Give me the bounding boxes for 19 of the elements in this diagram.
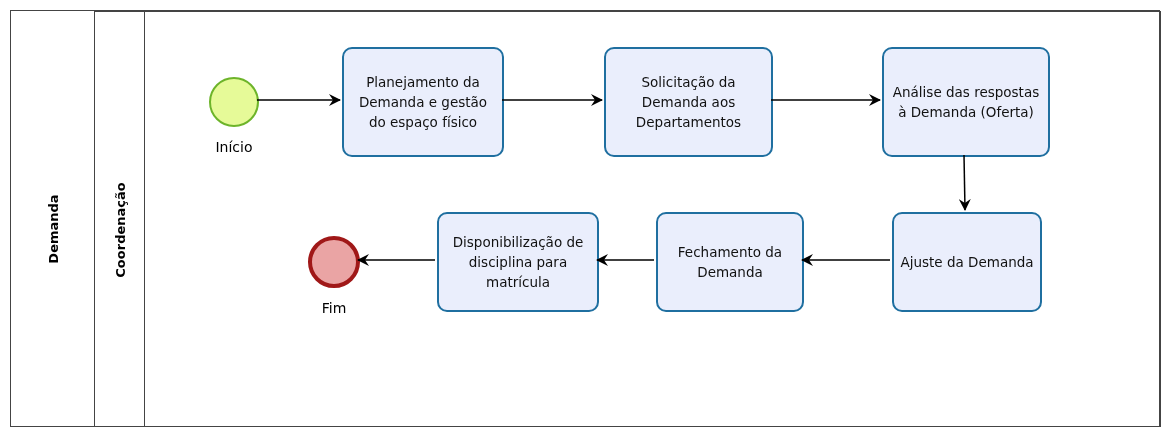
sequence-arrow	[801, 254, 891, 266]
event-label: Fim	[321, 300, 347, 316]
lane-title: Coordenação	[112, 182, 127, 278]
sequence-arrow	[256, 94, 341, 106]
start-event-circle	[209, 77, 259, 127]
end-event-circle	[308, 236, 360, 288]
event-label: Início	[215, 139, 253, 155]
task-box: Análise das respostas à Demanda (Oferta)	[882, 47, 1050, 157]
lane-title: Demanda	[45, 194, 60, 264]
sequence-arrow	[958, 154, 971, 211]
task-box: Disponibilização de disciplina para matrícula	[437, 212, 599, 312]
sequence-arrow	[501, 94, 603, 106]
sequence-arrow	[770, 94, 881, 106]
task-box: Planejamento da Demanda e gestão do espaço físico	[342, 47, 504, 157]
sequence-arrow	[357, 254, 436, 266]
sequence-arrow	[596, 254, 655, 266]
task-box: Ajuste da Demanda	[892, 212, 1042, 312]
task-box: Solicitação da Demanda aos Departamentos	[604, 47, 773, 157]
task-box: Fechamento da Demanda	[656, 212, 804, 312]
